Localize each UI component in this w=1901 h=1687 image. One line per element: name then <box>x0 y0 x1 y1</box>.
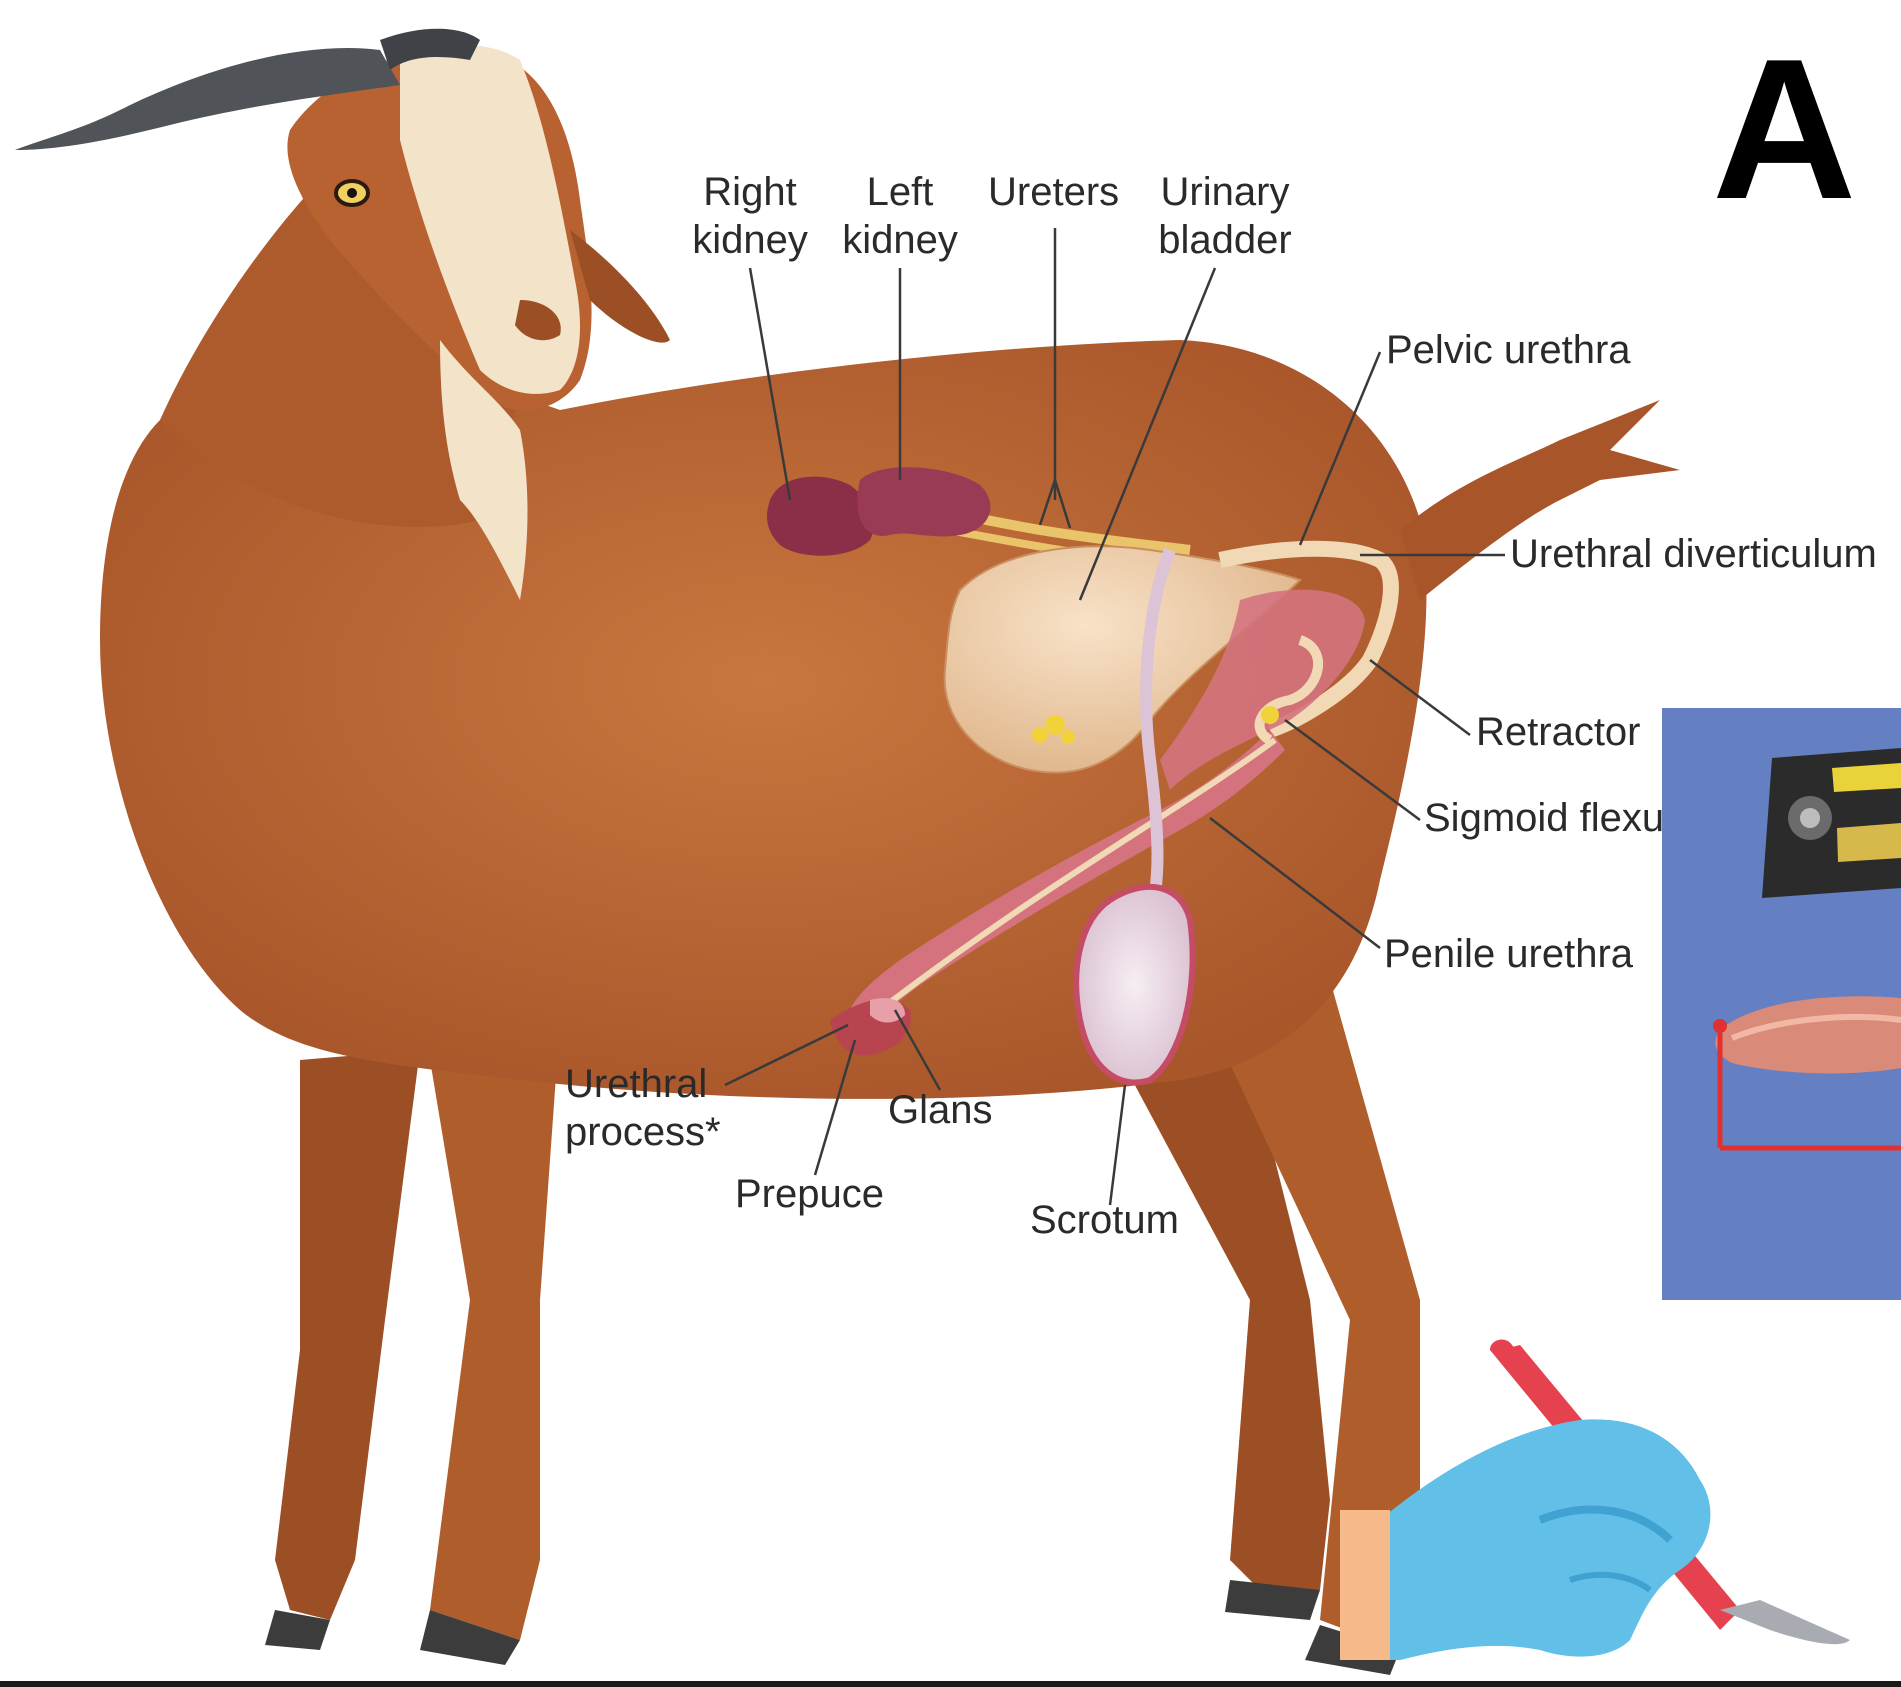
ruler-device <box>1762 748 1901 898</box>
bottom-border <box>0 1681 1901 1687</box>
label-sigmoid-flexure: Sigmoid flexu <box>1424 794 1664 842</box>
label-scrotum: Scrotum <box>1030 1196 1179 1244</box>
glove <box>1380 1419 1710 1660</box>
scrotum <box>1076 887 1192 1083</box>
scalpel-blade <box>1720 1600 1850 1644</box>
label-prepuce: Prepuce <box>735 1170 884 1218</box>
gloved-hand-scalpel-icon <box>1340 1320 1860 1680</box>
label-urethral-diverticulum: Urethral diverticulum <box>1510 530 1877 578</box>
label-glans: Glans <box>888 1086 993 1134</box>
wrist <box>1340 1510 1390 1660</box>
label-retractor: Retractor <box>1476 708 1641 756</box>
label-ureters: Ureters <box>988 168 1119 216</box>
photo-inset <box>1662 708 1901 1300</box>
label-pelvic-urethra: Pelvic urethra <box>1386 326 1631 374</box>
panel-letter: A <box>1712 30 1856 230</box>
specimen-photo <box>1662 708 1901 1300</box>
label-penile-urethra: Penile urethra <box>1384 930 1633 978</box>
